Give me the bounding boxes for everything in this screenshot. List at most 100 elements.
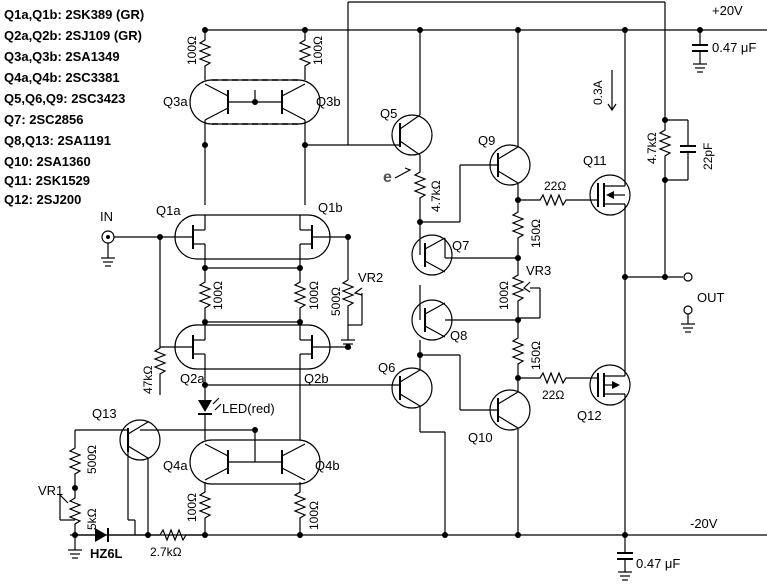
bias-current-indicator: 0.3A — [591, 70, 617, 112]
q3a-label: Q3a — [163, 94, 188, 109]
junctions — [72, 27, 703, 538]
vr1-upper-resistor — [68, 430, 82, 488]
parts-list-item: Q10: 2SA1360 — [4, 154, 91, 169]
q4b-label: Q4b — [315, 458, 340, 473]
zener-diode: HZ6L — [68, 519, 136, 561]
q1-pair: Q1a Q1b — [156, 200, 348, 268]
resistor-q3a-label: 100Ω — [185, 36, 199, 65]
q2-pair: Q2a Q2b — [160, 322, 348, 440]
q9-label: Q9 — [478, 133, 495, 148]
vr1-upper-label: 500Ω — [85, 445, 99, 474]
resistor-q4a-label: 100Ω — [185, 493, 199, 522]
resistor-q3a — [198, 30, 212, 80]
q13-label: Q13 — [92, 406, 117, 421]
q9-transistor: Q9 — [420, 30, 531, 223]
resistor-q5-label: 4.7kΩ — [429, 180, 443, 212]
q7-label: Q7 — [452, 238, 469, 253]
gate-resistor-q12 — [518, 371, 590, 385]
input-label: IN — [100, 209, 113, 224]
parts-list-item: Q7: 2SC2856 — [4, 112, 84, 127]
resistor-150-lower-label: 150Ω — [529, 341, 543, 370]
q1b-label: Q1b — [318, 200, 343, 215]
q3-pair: Q3a Q3b — [163, 79, 341, 205]
input-resistor-label: 47kΩ — [141, 366, 155, 394]
q8-label: Q8 — [450, 328, 467, 343]
q12-label: Q12 — [577, 408, 602, 423]
resistor-q4b-label: 100Ω — [307, 501, 321, 530]
vr2-label: VR2 — [358, 270, 383, 285]
parts-list-item: Q8,Q13: 2SA1191 — [4, 133, 111, 148]
zener-label: HZ6L — [90, 546, 123, 561]
bottom-cap-label: 0.47 μF — [636, 556, 680, 571]
q2a-label: Q2a — [180, 371, 205, 386]
vr1-lower-label: 5kΩ — [85, 508, 99, 530]
q4a-label: Q4a — [163, 458, 188, 473]
vr3-resistor-label: 100Ω — [497, 281, 511, 310]
feedback-resistor-label: 4.7kΩ — [645, 132, 659, 164]
parts-list-item: Q5,Q6,Q9: 2SC3423 — [4, 91, 125, 106]
q10-label: Q10 — [468, 430, 493, 445]
vr3-resistor — [511, 258, 525, 318]
gate-resistor-q11-label: 22Ω — [544, 179, 566, 193]
parts-list-item: Q2a,Q2b: 2SJ109 (GR) — [4, 28, 142, 43]
bottom-capacitor: 0.47 μF — [617, 535, 680, 581]
vr2-potentiometer: VR2 500Ω — [329, 237, 383, 349]
q11-label: Q11 — [583, 153, 607, 168]
resistor-q1a-source — [198, 268, 212, 322]
resistors: 100Ω 100Ω 100Ω 100Ω 100Ω 100Ω 4.7kΩ 150Ω… — [38, 30, 715, 559]
q12-mosfet: Q12 — [577, 277, 631, 535]
input-resistor — [153, 237, 167, 395]
parts-list-item: Q12: 2SJ200 — [4, 192, 81, 207]
bias-resistor-label: 2.7kΩ — [150, 545, 182, 559]
supply-rails: +20V -20V — [70, 1, 767, 536]
feedback-resistor — [658, 120, 672, 180]
resistor-150-upper-label: 150Ω — [529, 219, 543, 248]
vr1-label: VR1 — [38, 483, 63, 498]
led-red: LED(red) — [198, 385, 275, 440]
q11-mosfet: Q11 — [583, 30, 631, 277]
vr1-resistor — [68, 488, 82, 550]
resistor-q3b-label: 100Ω — [311, 36, 325, 65]
resistor-q1a-label: 100Ω — [211, 281, 225, 310]
vr3-label: VR3 — [526, 263, 551, 278]
q5-label: Q5 — [380, 106, 397, 121]
q7-transistor: Q7 — [411, 225, 518, 276]
input-jack: IN — [100, 209, 160, 267]
parts-list-item: Q3a,Q3b: 2SA1349 — [4, 49, 120, 64]
output-node: OUT — [625, 272, 725, 333]
resistor-q3b — [298, 30, 312, 80]
parts-list-item: Q1a,Q1b: 2SK389 (GR) — [4, 7, 144, 22]
negative-supply-label: -20V — [690, 516, 718, 531]
gate-resistor-q12-label: 22Ω — [542, 388, 564, 402]
vr3-potentiometer: VR3 — [518, 263, 551, 319]
parts-list-item: Q4a,Q4b: 2SC3381 — [4, 70, 120, 85]
bias-resistor — [135, 528, 205, 542]
resistor-q1b-source — [293, 268, 307, 322]
resistor-150-upper — [511, 200, 525, 258]
q6-transistor: Q6 — [378, 355, 446, 535]
q6-label: Q6 — [378, 360, 395, 375]
parts-list-item: Q11: 2SK1529 — [4, 173, 90, 188]
resistor-150-lower — [511, 318, 525, 378]
q3b-label: Q3b — [316, 94, 341, 109]
q8-transistor: Q8 — [411, 285, 518, 355]
output-label: OUT — [697, 290, 725, 305]
resistor-q4a — [198, 482, 212, 535]
q13-transistor: Q13 — [75, 406, 161, 535]
feedback-cap-label: 22pF — [701, 143, 715, 170]
positive-supply-label: +20V — [712, 3, 743, 18]
gate-resistor-q11 — [518, 193, 590, 207]
top-cap-label: 0.47 μF — [712, 40, 756, 55]
q4-pair: Q4a Q4b — [140, 429, 340, 485]
bias-current-label: 0.3A — [591, 80, 605, 105]
node-e-label: e — [383, 169, 392, 186]
parts-list: Q1a,Q1b: 2SK389 (GR) Q2a,Q2b: 2SJ109 (GR… — [4, 7, 144, 207]
vr2-value-label: 500Ω — [329, 287, 343, 316]
led-label: LED(red) — [222, 401, 275, 416]
resistor-q1b-label: 100Ω — [307, 281, 321, 310]
resistor-q5-emitter — [413, 158, 427, 225]
q1a-label: Q1a — [156, 203, 181, 218]
top-capacitor: 0.47 μF — [692, 30, 756, 73]
